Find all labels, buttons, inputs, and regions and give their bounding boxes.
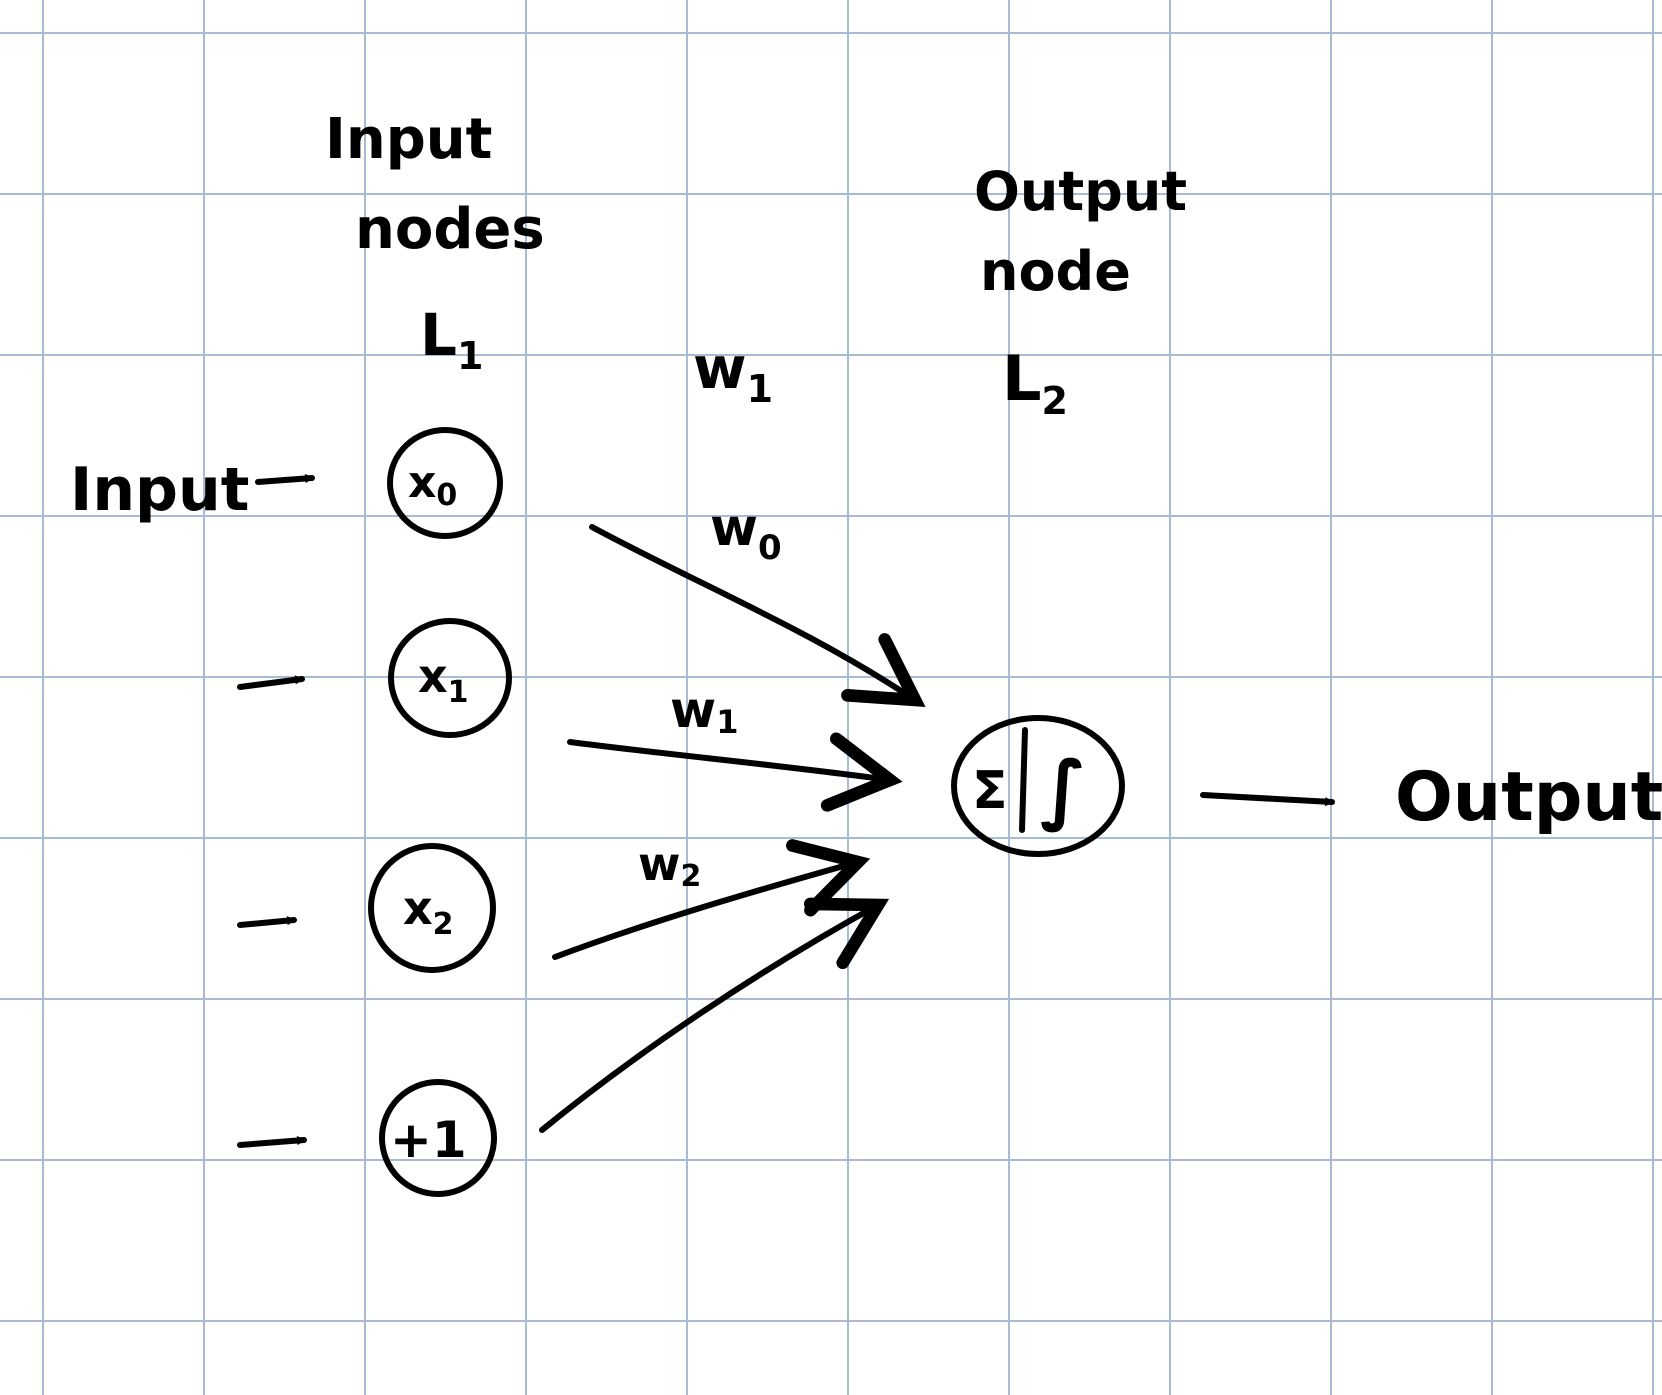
layer1-name: L1 [420,301,483,378]
node-x0: x0 [387,427,503,539]
input-arrow-x0 [255,474,315,485]
connection-bias [539,897,890,1133]
svg-text:x0: x0 [408,457,457,513]
svg-text:x1: x1 [418,649,469,710]
layer2-title-line2: node [980,240,1131,303]
layer1-header: Input nodes L1 [325,107,545,378]
layer1-title-line2: nodes [355,197,545,262]
layer2-header: Output node L2 [974,160,1187,423]
weighted-connections [539,524,926,1133]
svg-text:+1: +1 [390,1111,467,1169]
activation-symbol: ∫ [1040,744,1086,833]
input-label: Input [70,455,249,525]
weight-label-w0: w0 [710,498,782,568]
output-arrow [1200,792,1335,806]
node-bias: +1 [379,1079,497,1197]
connection-x1 [567,732,903,812]
node-x1: x1 [388,618,512,738]
input-arrows [237,474,315,1148]
layer1-title-line1: Input [325,107,492,172]
connection-x0 [589,524,926,708]
input-arrow-x2 [237,916,297,928]
weights-header: w1 [693,334,773,411]
svg-text:x2: x2 [403,881,454,942]
connection-x2 [552,839,871,960]
input-arrow-bias [237,1136,307,1148]
sum-symbol: Σ [972,761,1008,821]
layer2-name: L2 [1002,342,1068,423]
node-divider [1019,727,1028,833]
weight-label-w2: w2 [638,837,701,894]
weight-label-w1: w1 [670,681,738,741]
layer2-title-line1: Output [974,160,1187,223]
input-arrow-x1 [237,675,305,690]
node-x2: x2 [368,843,496,973]
output-label: Output [1395,758,1662,837]
output-node: Σ ∫ [951,715,1125,857]
